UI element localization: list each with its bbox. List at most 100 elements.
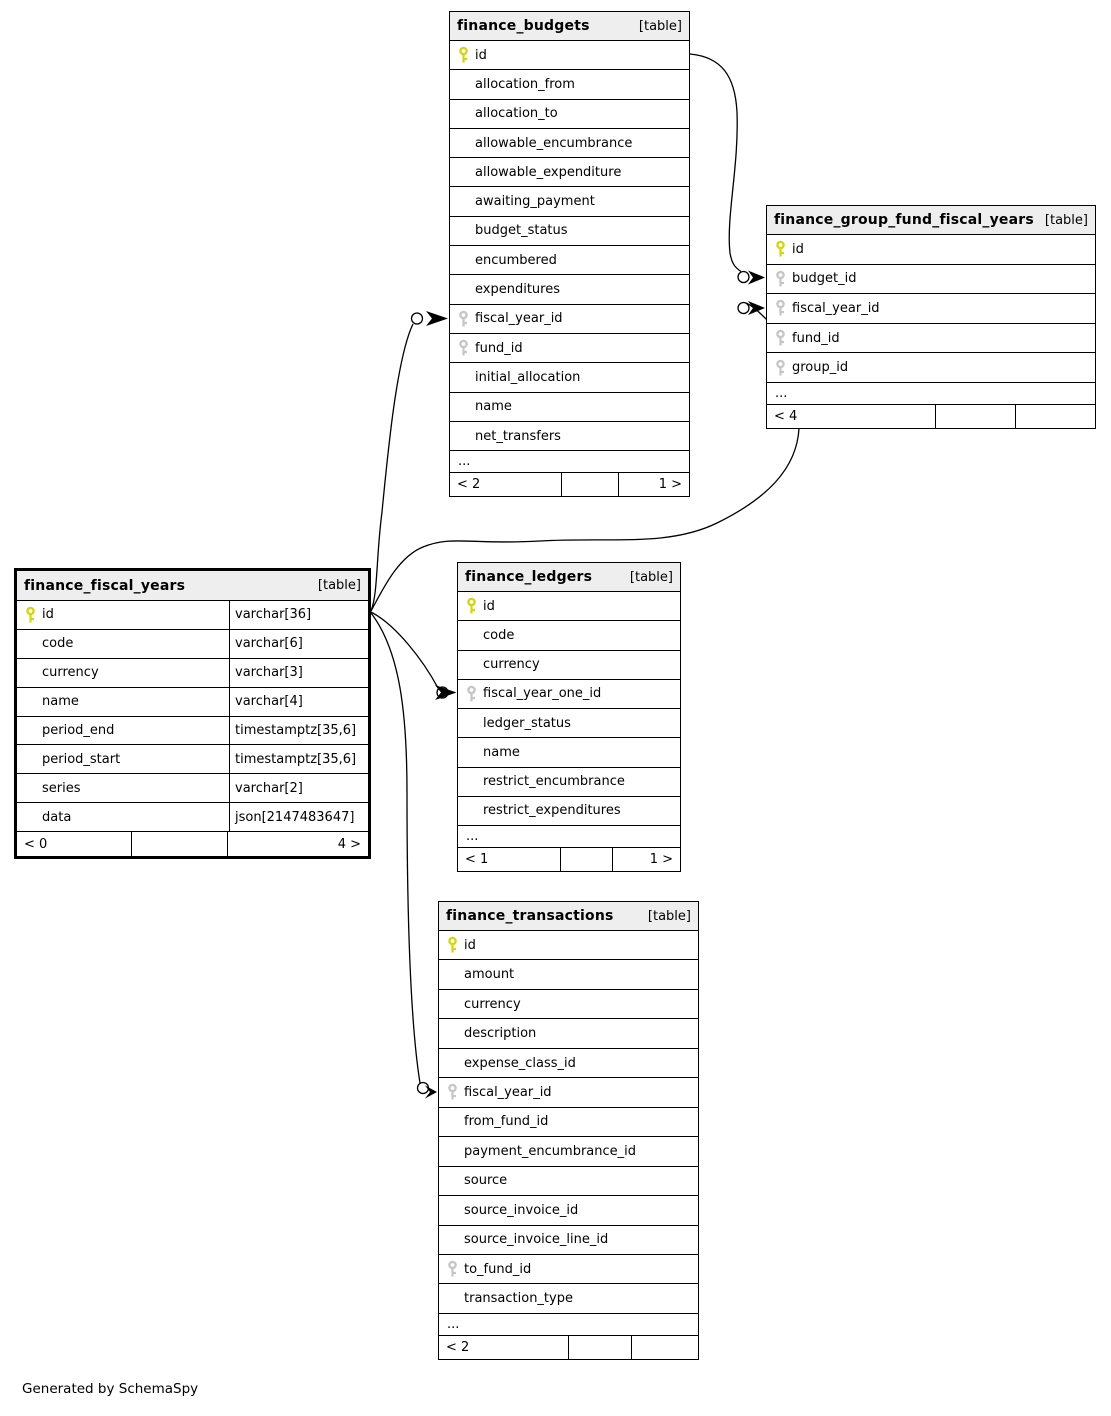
column-name: awaiting_payment bbox=[475, 194, 595, 210]
column-name: ledger_status bbox=[483, 715, 571, 731]
table-tag: [table] bbox=[1044, 212, 1088, 228]
parent-count: < 2 bbox=[457, 477, 481, 493]
column-row: fund_id bbox=[767, 322, 1095, 353]
column-row: restrict_expenditures bbox=[458, 795, 680, 825]
table-name[interactable]: finance_ledgers bbox=[465, 569, 593, 585]
table-name[interactable]: finance_fiscal_years bbox=[24, 577, 186, 594]
column-row: name bbox=[458, 737, 680, 766]
column-name: currency bbox=[464, 996, 521, 1012]
zero-or-one-circle bbox=[737, 301, 750, 315]
column-row: fiscal_year_one_id bbox=[458, 678, 680, 708]
table-finance-budgets: finance_budgets [table] id allocation_fr… bbox=[449, 11, 690, 498]
column-row: source_invoice_line_id bbox=[439, 1224, 698, 1254]
column-row: source bbox=[439, 1165, 698, 1195]
column-row: fund_id bbox=[450, 332, 689, 362]
column-row: transaction_type bbox=[439, 1283, 698, 1312]
table-footer: < 4 bbox=[767, 403, 1095, 428]
column-name: fund_id bbox=[792, 330, 840, 346]
column-type: varchar[6] bbox=[229, 629, 368, 658]
column-row: name bbox=[450, 391, 689, 421]
column-name: restrict_encumbrance bbox=[483, 774, 625, 790]
primary-key-icon bbox=[458, 46, 469, 64]
table-header[interactable]: finance_group_fund_fiscal_years [table] bbox=[767, 206, 1095, 234]
foreign-key-icon bbox=[775, 329, 786, 347]
column-row: allocation_from bbox=[450, 69, 689, 98]
column-name: allowable_encumbrance bbox=[475, 135, 633, 151]
fk-arrowhead bbox=[435, 685, 457, 700]
zero-or-one-circle bbox=[436, 686, 449, 699]
edge-fiscal-years-to-transactions bbox=[370, 612, 421, 1084]
column-row: description bbox=[439, 1018, 698, 1047]
child-count: 1 > bbox=[618, 473, 689, 497]
column-row: code varchar[6] bbox=[17, 628, 368, 658]
column-name: from_fund_id bbox=[464, 1114, 549, 1130]
primary-key-icon bbox=[466, 597, 477, 615]
table-finance-group-fund-fiscal-years: finance_group_fund_fiscal_years [table] … bbox=[766, 205, 1096, 429]
more-columns-ellipsis: ... bbox=[450, 450, 689, 472]
column-name: id bbox=[464, 937, 476, 953]
primary-key-icon bbox=[447, 936, 458, 954]
edge-fiscal-years-to-ledgers bbox=[370, 611, 439, 689]
column-row: encumbered bbox=[450, 245, 689, 274]
primary-key-icon bbox=[775, 240, 786, 258]
zero-or-one-circle bbox=[416, 1081, 430, 1095]
column-row: amount bbox=[439, 959, 698, 988]
table-name[interactable]: finance_budgets bbox=[457, 18, 590, 34]
column-name: to_fund_id bbox=[464, 1261, 532, 1277]
column-name: fiscal_year_id bbox=[792, 300, 880, 316]
column-name: name bbox=[483, 744, 520, 760]
column-row: fiscal_year_id bbox=[767, 293, 1095, 323]
footer-spacer bbox=[568, 1335, 631, 1359]
foreign-key-icon bbox=[458, 310, 469, 327]
zero-or-one-circle bbox=[410, 312, 424, 325]
column-row: restrict_encumbrance bbox=[458, 766, 680, 796]
column-row: group_id bbox=[767, 352, 1095, 382]
table-name[interactable]: finance_group_fund_fiscal_years bbox=[774, 212, 1034, 228]
foreign-key-icon bbox=[775, 270, 786, 287]
column-name: id bbox=[792, 241, 804, 257]
table-name[interactable]: finance_transactions bbox=[446, 908, 614, 924]
child-count: 1 > bbox=[612, 848, 680, 871]
table-header[interactable]: finance_transactions [table] bbox=[439, 902, 698, 930]
table-header[interactable]: finance_ledgers [table] bbox=[458, 563, 680, 591]
column-row: id bbox=[450, 40, 689, 69]
column-row: payment_encumbrance_id bbox=[439, 1136, 698, 1165]
table-finance-transactions: finance_transactions [table] id amount c… bbox=[438, 901, 699, 1360]
parent-count: < 4 bbox=[774, 408, 798, 424]
table-finance-fiscal-years: finance_fiscal_years [table] id varchar[… bbox=[14, 568, 371, 860]
table-tag: [table] bbox=[647, 908, 691, 924]
foreign-key-icon bbox=[775, 300, 786, 317]
parent-count: < 1 bbox=[465, 852, 489, 867]
column-name: fiscal_year_id bbox=[464, 1084, 552, 1100]
column-row: currency bbox=[439, 988, 698, 1018]
column-name: allocation_to bbox=[475, 106, 558, 122]
column-name: transaction_type bbox=[464, 1291, 573, 1307]
column-name: fiscal_year_id bbox=[475, 311, 563, 327]
column-name: code bbox=[42, 636, 74, 652]
column-row: expenditures bbox=[450, 274, 689, 303]
column-row: currency varchar[3] bbox=[17, 657, 368, 687]
table-header[interactable]: finance_budgets [table] bbox=[450, 12, 689, 40]
parent-count: < 2 bbox=[446, 1339, 470, 1355]
column-row: allocation_to bbox=[450, 98, 689, 128]
column-name: initial_allocation bbox=[475, 369, 581, 385]
table-finance-ledgers: finance_ledgers [table] id code currency… bbox=[457, 562, 681, 872]
foreign-key-icon bbox=[447, 1084, 458, 1101]
column-type: json[2147483647] bbox=[229, 803, 368, 832]
child-count: 4 > bbox=[227, 832, 368, 857]
column-type: varchar[3] bbox=[229, 658, 368, 687]
footer-spacer bbox=[560, 848, 612, 871]
table-footer: < 1 1 > bbox=[458, 847, 680, 871]
column-type: varchar[36] bbox=[229, 601, 368, 629]
column-row: id varchar[36] bbox=[17, 600, 368, 629]
column-row: net_transfers bbox=[450, 420, 689, 450]
column-name: id bbox=[42, 607, 54, 623]
column-name: budget_id bbox=[792, 271, 857, 287]
table-header[interactable]: finance_fiscal_years [table] bbox=[17, 571, 368, 600]
foreign-key-icon bbox=[466, 685, 477, 702]
column-name: id bbox=[475, 47, 487, 63]
column-row: id bbox=[458, 591, 680, 620]
column-name: encumbered bbox=[475, 252, 557, 268]
foreign-key-icon bbox=[458, 339, 469, 357]
column-row: currency bbox=[458, 649, 680, 679]
